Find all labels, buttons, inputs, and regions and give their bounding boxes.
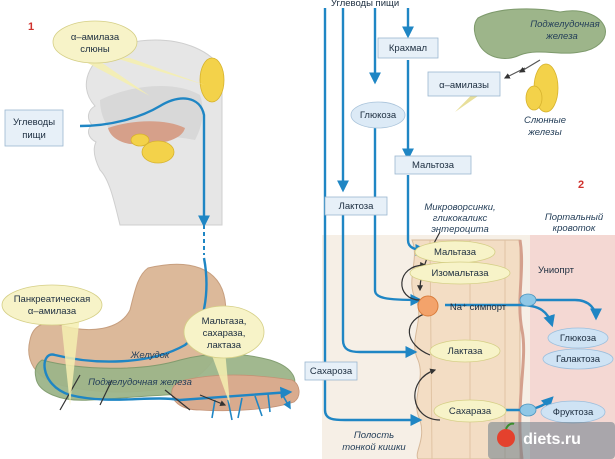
svg-text:Галактоза: Галактоза xyxy=(556,354,601,365)
salivary-glands-label-a: Слюнные xyxy=(524,115,566,126)
enzyme-arrow-3 xyxy=(414,368,441,421)
salivary-glands-label-b: железы xyxy=(527,127,561,138)
disaccharidases-label: Мальтаза, сахараза, лактаза xyxy=(183,305,265,405)
pancreas-to-amylase xyxy=(518,59,541,73)
svg-text:Сахараза: Сахараза xyxy=(449,406,492,417)
to-sucrose xyxy=(323,350,423,426)
microvilli-label: Микроворсинки, гликокаликс энтероцита xyxy=(424,202,495,235)
diets-logo: diets.ru xyxy=(488,422,615,459)
uniport-arrow xyxy=(530,298,602,321)
enzyme-arrow-2 xyxy=(408,310,432,356)
symport-to-uniport xyxy=(445,303,555,328)
tongue xyxy=(108,121,185,145)
pancreas-shape-2 xyxy=(473,8,606,59)
pancreas-label-1: Поджелудочная железа xyxy=(88,377,192,388)
duodenum-shape xyxy=(171,374,300,412)
submandibular-gland xyxy=(141,140,175,164)
pancreatic-amylase-label: Панкреатическая α–амилаза xyxy=(1,284,103,405)
uniport-transporter xyxy=(519,293,537,417)
svg-text:Глюкоза: Глюкоза xyxy=(360,110,397,121)
svg-text:diets.ru: diets.ru xyxy=(523,431,581,448)
dietary-carbs-label-2: Углеводы пищи xyxy=(331,0,399,9)
svg-text:сахараза,: сахараза, xyxy=(203,328,246,339)
intestine-cavity-label: Полость тонкой кишки xyxy=(342,430,406,453)
svg-text:Лактоза: Лактоза xyxy=(339,201,375,212)
microvilli-pointer xyxy=(417,231,441,292)
svg-text:Портальный: Портальный xyxy=(545,212,604,223)
svg-text:энтероцита: энтероцита xyxy=(431,224,488,235)
svg-text:Na⁺ симпорт: Na⁺ симпорт xyxy=(450,302,507,313)
svg-text:кровоток: кровоток xyxy=(553,223,596,234)
svg-text:Мальтаза: Мальтаза xyxy=(434,247,477,258)
pancreas-label-2a: Поджелудочная xyxy=(530,19,600,30)
svg-text:Панкреатическая: Панкреатическая xyxy=(14,294,91,305)
stomach-label: Желудок xyxy=(130,350,170,361)
enzyme-arrow-1 xyxy=(401,262,427,301)
svg-text:слюны: слюны xyxy=(80,44,110,55)
svg-text:Сахароза: Сахароза xyxy=(310,366,353,377)
sucrase-oval: Сахараза xyxy=(433,399,507,423)
gland-to-amylase xyxy=(503,67,526,79)
lactose-box: Лактоза xyxy=(324,196,388,216)
basolateral-membrane xyxy=(518,239,526,459)
svg-text:Лактаза: Лактаза xyxy=(448,346,484,357)
svg-text:Микроворсинки,: Микроворсинки, xyxy=(424,202,495,213)
starch-box: Крахмал xyxy=(377,37,439,59)
maltase-oval: Мальтаза xyxy=(414,240,496,264)
salivary-gland-image-2 xyxy=(525,85,543,111)
svg-text:Изомальтаза: Изомальтаза xyxy=(432,268,490,279)
uniport-label: Униопрт xyxy=(538,265,575,276)
sucrose-box: Сахароза xyxy=(304,361,358,381)
svg-text:тонкой кишки: тонкой кишки xyxy=(342,442,406,453)
glucose-oval-top: Глюкоза xyxy=(350,101,406,129)
svg-text:лактаза: лактаза xyxy=(207,340,242,351)
sublingual-gland xyxy=(130,133,150,147)
svg-text:Мальтаза,: Мальтаза, xyxy=(202,316,247,327)
svg-text:Мальтоза: Мальтоза xyxy=(412,160,455,171)
svg-text:α–амилаза: α–амилаза xyxy=(28,306,77,317)
parotid-gland xyxy=(199,57,225,103)
svg-text:Полость: Полость xyxy=(354,430,394,441)
svg-text:Глюкоза: Глюкоза xyxy=(560,333,597,344)
pancreas-label-2b: железа xyxy=(545,31,578,42)
na-symport-transporter: Na⁺ симпорт xyxy=(417,295,507,317)
alpha-amylases-box: α–амилазы xyxy=(427,71,501,97)
maltose-box: Мальтоза xyxy=(394,155,472,175)
food-path-mouth xyxy=(79,97,210,228)
glucose-oval-blood: Глюкоза xyxy=(547,327,609,349)
apple-icon xyxy=(497,429,515,447)
glucose-to-symport xyxy=(373,128,423,306)
panel-2-number: 2 xyxy=(578,179,584,191)
svg-text:Крахмал: Крахмал xyxy=(389,43,427,54)
galactose-oval: Галактоза xyxy=(542,348,614,370)
portal-bloodstream-label: Портальный кровоток xyxy=(545,212,604,234)
lactose-to-lactase xyxy=(341,215,418,358)
dietary-carbs-label-1: Углеводы пищи xyxy=(4,109,64,147)
svg-text:пищи: пищи xyxy=(22,130,46,141)
svg-text:гликокаликс: гликокаликс xyxy=(433,213,488,224)
saliva-amylase-label: α–амилаза слюны xyxy=(52,20,205,96)
svg-text:α–амилаза: α–амилаза xyxy=(71,32,120,43)
svg-text:Фруктоза: Фруктоза xyxy=(553,407,594,418)
isomaltase-oval: Изомальтаза xyxy=(409,261,511,285)
fructose-oval: Фруктоза xyxy=(540,400,606,424)
lactase-oval: Лактаза xyxy=(429,339,501,363)
panel-1-number: 1 xyxy=(28,21,34,33)
svg-text:α–амилазы: α–амилазы xyxy=(439,80,489,91)
svg-text:Углеводы: Углеводы xyxy=(13,117,55,128)
